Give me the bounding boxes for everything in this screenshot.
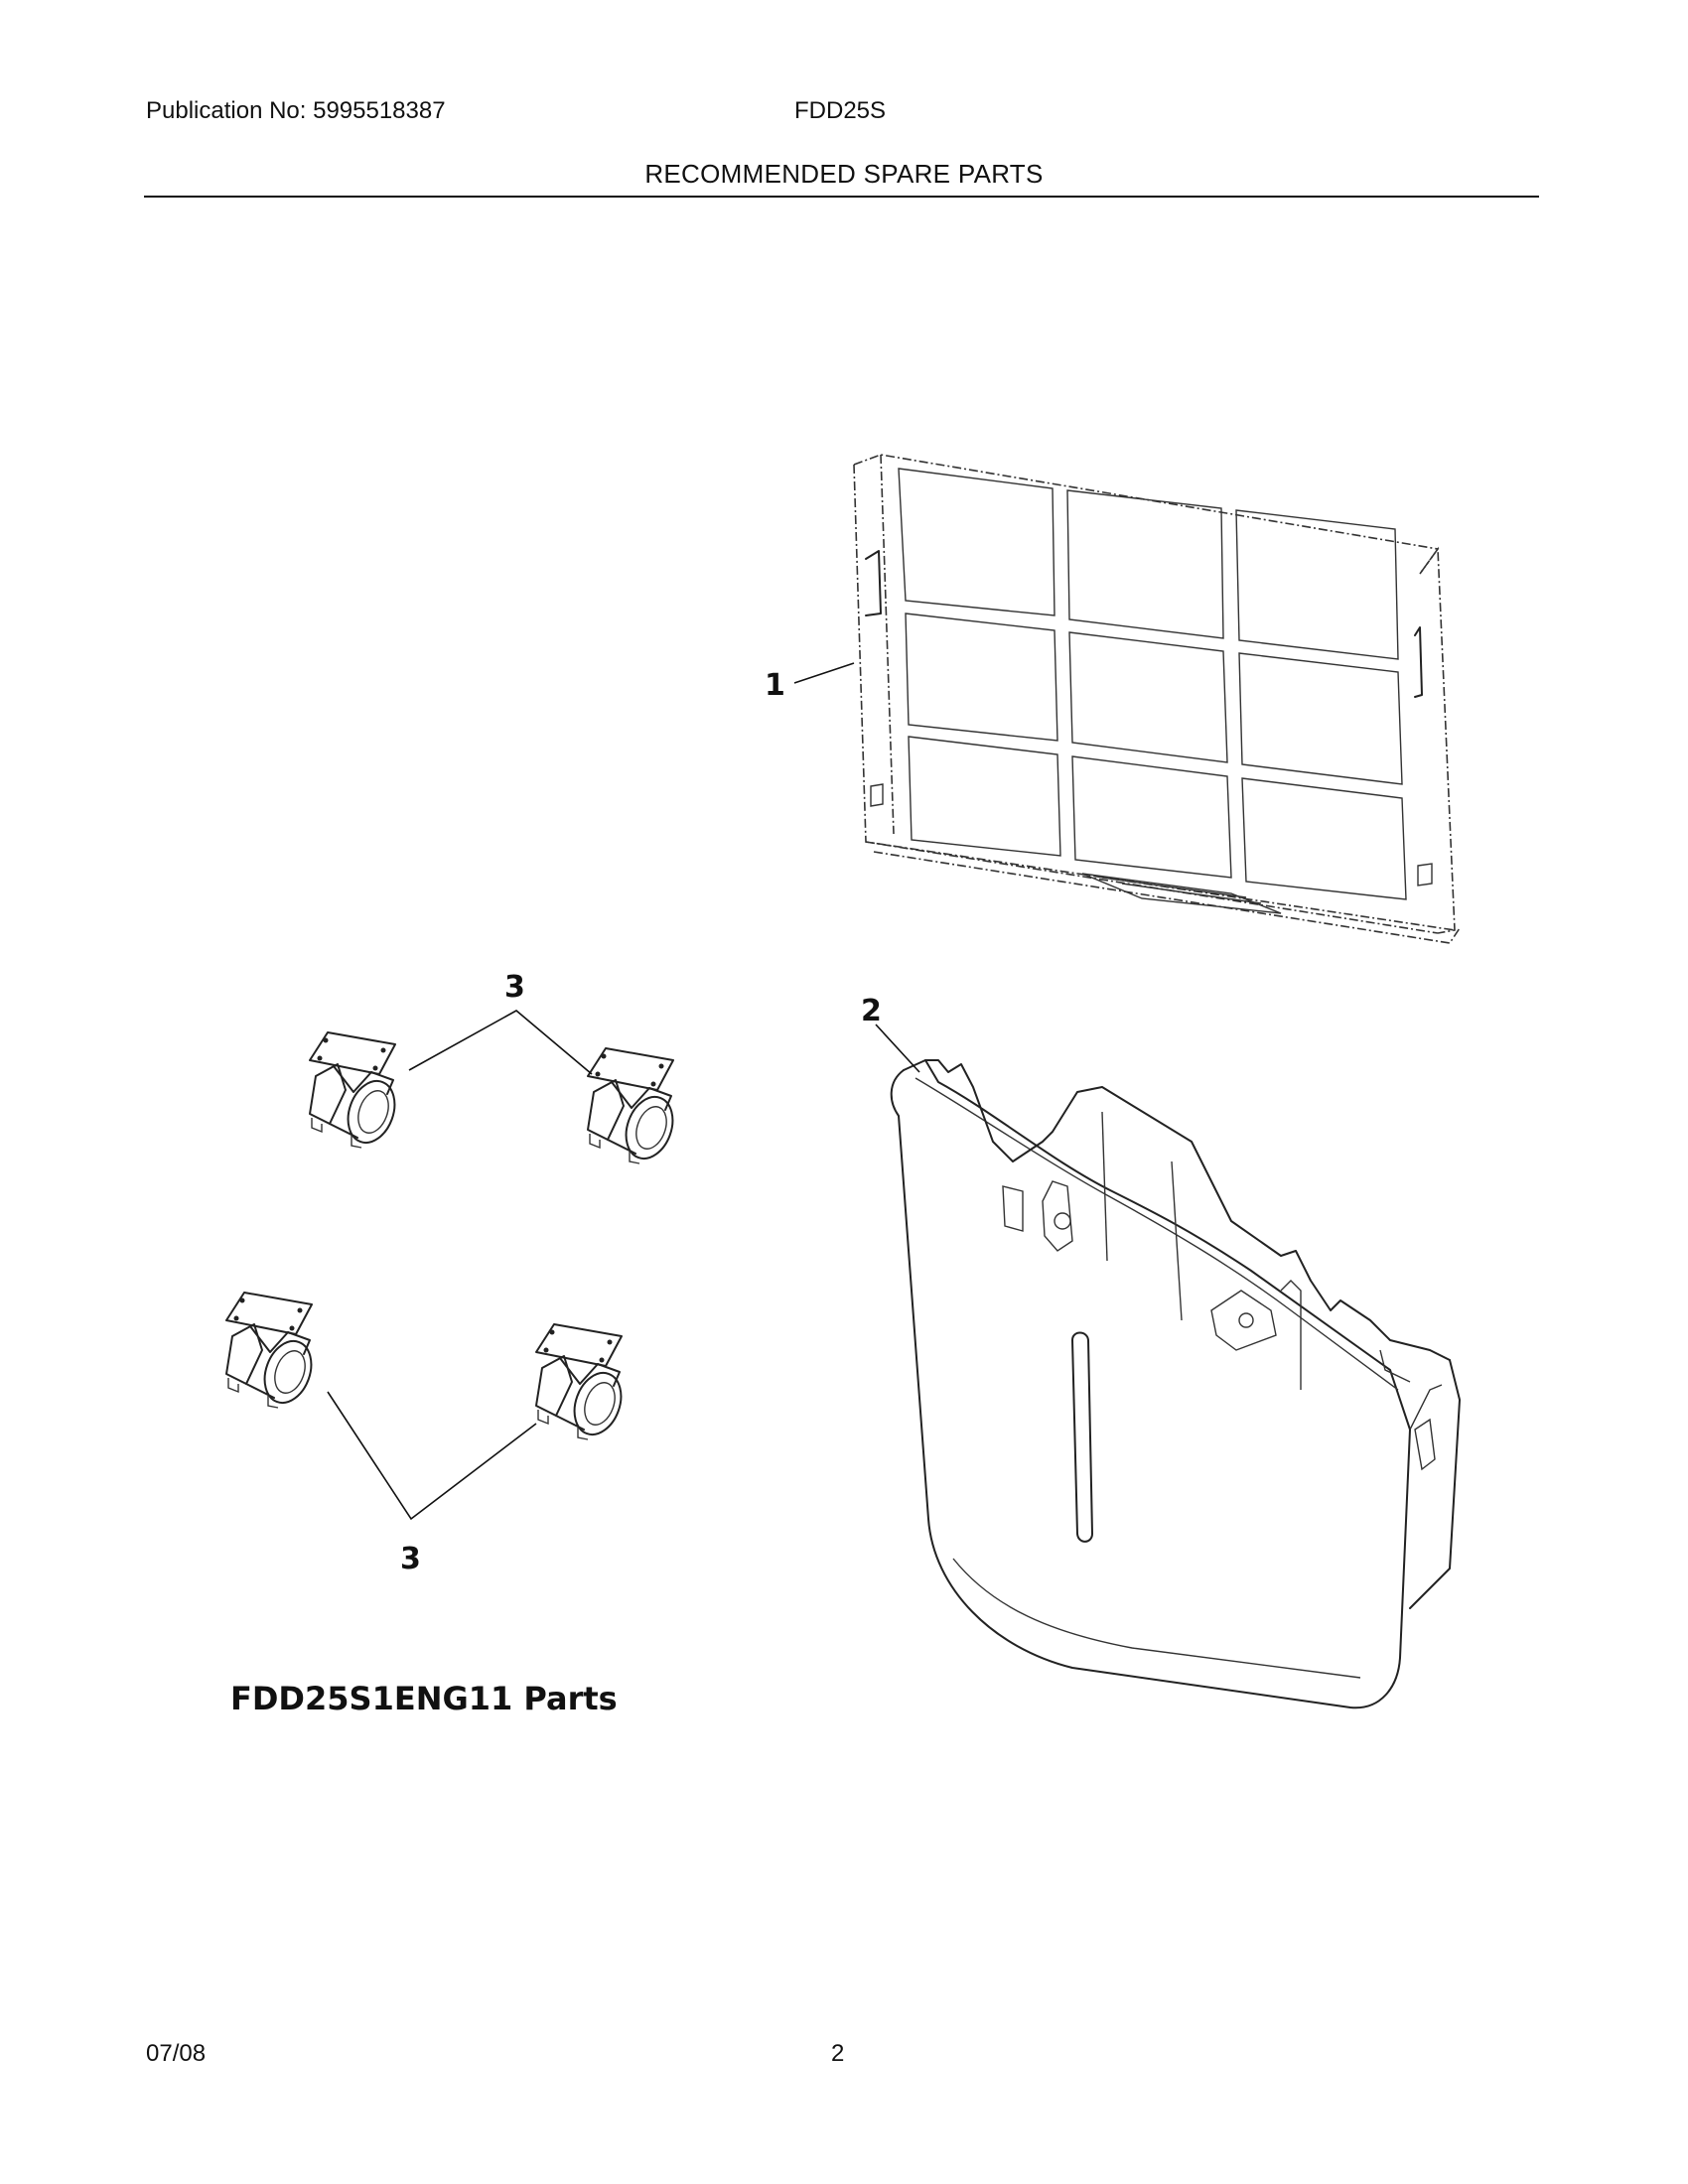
- page-number: 2: [831, 2040, 845, 2067]
- diagram-title: FDD25S1ENG11 Parts: [230, 1680, 618, 1717]
- filter-part: 1: [765, 454, 1461, 944]
- model-number: FDD25S: [794, 97, 887, 124]
- callout-2: 2: [861, 994, 882, 1028]
- footer-date: 07/08: [146, 2040, 207, 2067]
- header-rule: [144, 196, 1539, 198]
- callout-3-bottom: 3: [400, 1542, 421, 1576]
- section-title: RECOMMENDED SPARE PARTS: [644, 159, 1044, 189]
- casters-part: 3 3: [225, 970, 682, 1576]
- callout-3-top: 3: [504, 970, 525, 1005]
- publication-number: Publication No: 5995518387: [146, 97, 446, 124]
- callout-1: 1: [765, 668, 785, 703]
- bucket-part: 2: [861, 994, 1461, 1709]
